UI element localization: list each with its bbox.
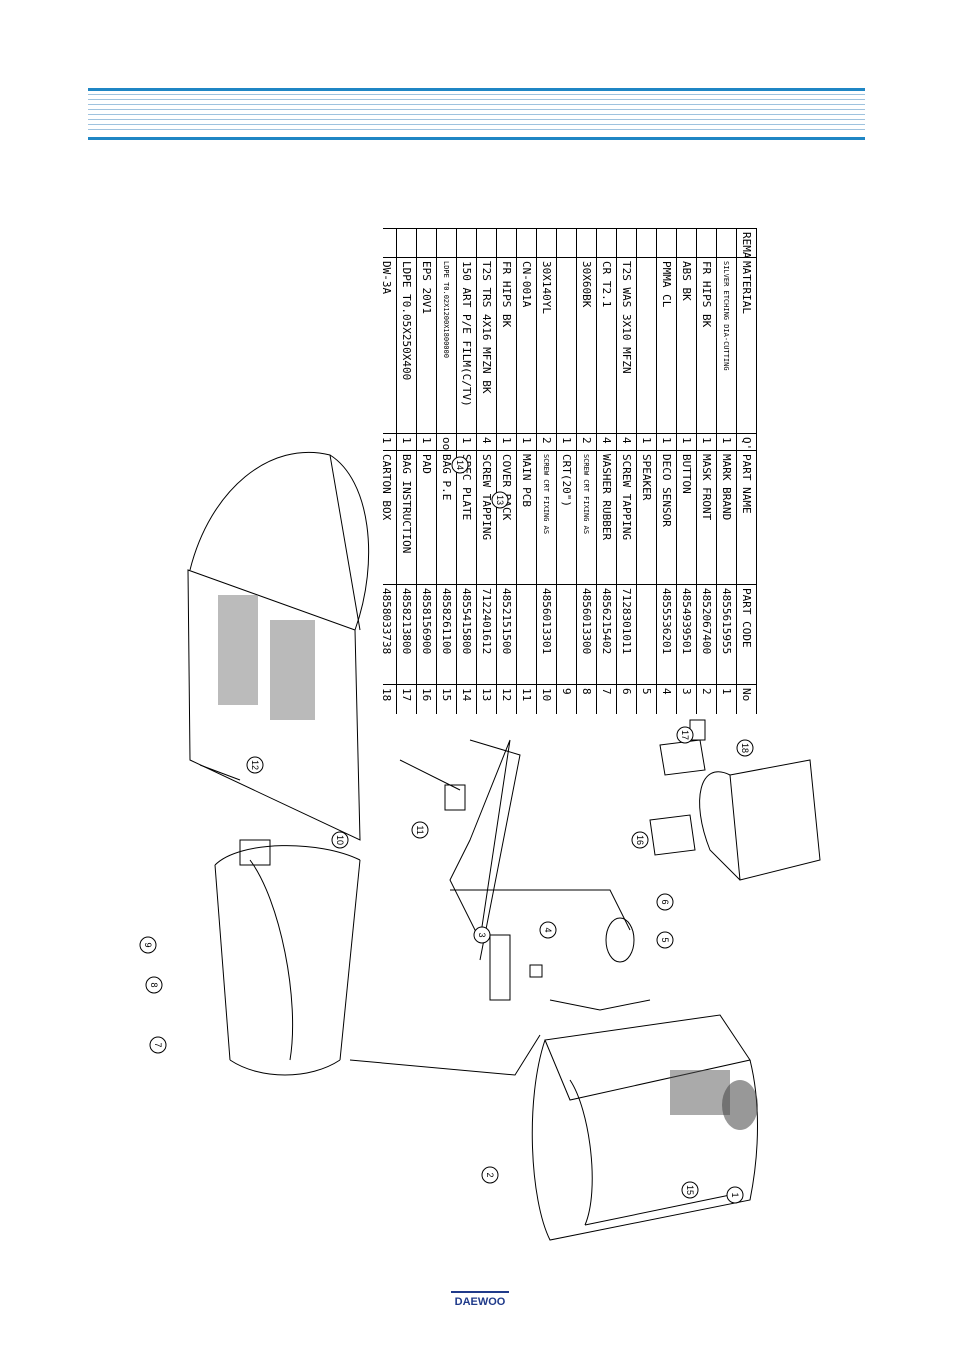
callout-label: 1 (730, 1192, 740, 1197)
callout-label: 5 (660, 937, 670, 942)
callout-3: 3 (473, 926, 491, 944)
callout-16: 16 (631, 831, 649, 849)
callout-label: 2 (485, 1172, 495, 1177)
callout-label: 4 (543, 927, 553, 932)
header-stripes (88, 94, 865, 134)
callout-11: 11 (411, 821, 429, 839)
callout-13: 13 (491, 491, 509, 509)
mask-front-drawing (531, 1014, 758, 1241)
header-banner (88, 88, 865, 140)
cover-back-drawing (187, 451, 370, 841)
callout-6: 6 (656, 893, 674, 911)
header-bottom-rule (88, 137, 865, 140)
crt-drawing (214, 839, 361, 1076)
callout-label: 10 (335, 835, 345, 845)
callout-label: 16 (635, 835, 645, 845)
callout-8: 8 (145, 976, 163, 994)
callout-5: 5 (656, 931, 674, 949)
callout-label: 17 (680, 730, 690, 740)
callout-label: 13 (495, 495, 505, 505)
callout-12: 12 (246, 756, 264, 774)
packaging-drawing (649, 719, 821, 881)
callout-label: 6 (660, 899, 670, 904)
callout-15: 15 (681, 1181, 699, 1199)
callout-4: 4 (539, 921, 557, 939)
callout-17: 17 (676, 726, 694, 744)
callout-label: 3 (477, 932, 487, 937)
callout-14: 14 (451, 456, 469, 474)
callout-10: 10 (331, 831, 349, 849)
callout-label: 7 (153, 1042, 163, 1047)
callout-label: 15 (685, 1185, 695, 1195)
callout-label: 18 (740, 743, 750, 753)
callout-9: 9 (139, 936, 157, 954)
callout-label: 14 (455, 460, 465, 470)
callout-label: 9 (143, 942, 153, 947)
callout-1: 1 (726, 1186, 744, 1204)
callout-label: 8 (149, 982, 159, 987)
callout-2: 2 (481, 1166, 499, 1184)
daewoo-logo: DAEWOO (451, 1291, 509, 1308)
callout-18: 18 (736, 739, 754, 757)
callout-7: 7 (149, 1036, 167, 1054)
callout-label: 11 (415, 825, 425, 834)
callout-label: 12 (250, 760, 260, 770)
header-top-rule (88, 88, 865, 91)
brand-text: DAEWOO (455, 1296, 506, 1308)
